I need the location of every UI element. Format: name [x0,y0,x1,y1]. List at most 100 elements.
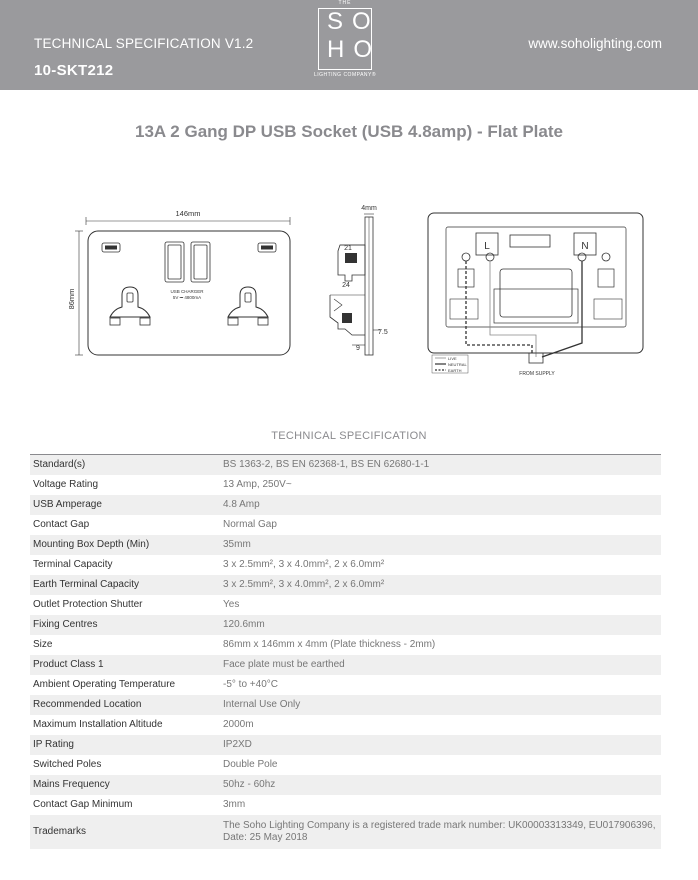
usb-port-right [257,242,277,253]
table-row: Product Class 1 Face plate must be earthe… [30,655,661,675]
legend-neutral: NEUTRAL [448,362,467,367]
table-row: Standard(s) BS 1363-2, BS EN 62368-1, BS … [30,455,661,475]
legend-live: LIVE [448,356,457,361]
wiring-diagram: L N FROM SUPPLY LIVE NEUTRAL EARTH [427,212,644,377]
terminal-screw-n2 [601,252,611,262]
spec-section-title: TECHNICAL SPECIFICATION [271,430,427,442]
logo-the: THE [338,0,352,6]
usb-port-left [101,242,121,253]
spec-value: BS 1363-2, BS EN 62368-1, BS EN 62680-1-… [223,459,430,470]
product-title: 13A 2 Gang DP USB Socket (USB 4.8amp) - … [135,122,563,141]
terminal-screw-n1 [577,252,587,262]
soho-logo: THE SO HO LIGHTING COMPANY® [305,0,385,86]
table-row: Mounting Box Depth (Min) 35mm [30,535,661,555]
usb-charger-text: USB CHARGER [170,289,204,294]
spec-value: Yes [223,599,240,610]
spec-key: Terminal Capacity [33,559,113,570]
spec-key: Mains Frequency [33,779,110,790]
table-row: Contact Gap Minimum 3mm [30,795,661,815]
website-link[interactable]: www.soholighting.com [528,36,662,51]
side-top-label: 4mm [361,205,377,212]
spec-key: USB Amperage [33,499,102,510]
table-row: Recommended Location Internal Use Only [30,695,661,715]
legend-earth: EARTH [448,368,462,373]
logo-so: SO [327,8,380,35]
spec-key: Fixing Centres [33,619,98,630]
spec-value: 3mm [223,799,246,810]
spec-key: Contact Gap [33,519,90,530]
side-view-diagram: 4mm 21 24 7.5 9 [329,205,388,356]
spec-value: -5° to +40°C [223,679,278,690]
header-bar: TECHNICAL SPECIFICATION V1.2 10-SKT212 w… [0,0,698,90]
depth-label-9: 9 [356,345,360,352]
spec-value: Internal Use Only [223,699,301,710]
live-wire [489,261,537,357]
depth-label-7-5: 7.5 [378,329,388,336]
spec-value: 86mm x 146mm x 4mm (Plate thickness - 2m… [223,639,436,650]
depth-label-21: 21 [344,245,352,252]
spec-value: 3 x 2.5mm², 3 x 4.0mm², 2 x 6.0mm² [223,579,385,590]
front-view-diagram: 146mm 86mm USB CHARGER 5V ⎓ 4800mA [67,209,291,356]
spec-value: 4.8 Amp [223,499,260,510]
table-row: Contact Gap Normal Gap [30,515,661,535]
spec-value: Normal Gap [223,519,277,530]
from-supply-label: FROM SUPPLY [519,371,555,377]
spec-value: 120.6mm [223,619,265,630]
spec-value: The Soho Lighting Company is a registere… [223,820,656,843]
spec-key: Size [33,639,53,650]
width-label: 146mm [175,209,200,218]
spec-key: Standard(s) [33,459,86,470]
spec-key: Contact Gap Minimum [33,799,133,810]
wiring-label-neutral: N [581,241,588,252]
spec-key: Outlet Protection Shutter [33,599,143,610]
table-row: Trademarks The Soho Lighting Company is a… [30,815,661,849]
socket-outlet-left [109,286,151,326]
table-row: Ambient Operating Temperature -5° to +40°… [30,675,661,695]
switch-left [164,241,185,283]
spec-value: IP2XD [223,739,252,750]
table-row: IP Rating IP2XD [30,735,661,755]
height-label: 86mm [67,289,76,310]
spec-key: Ambient Operating Temperature [33,679,176,690]
spec-value: 2000m [223,719,254,730]
spec-version: TECHNICAL SPECIFICATION V1.2 [34,36,254,51]
table-row: Size 86mm x 146mm x 4mm (Plate thickness … [30,635,661,655]
spec-value: Face plate must be earthed [223,659,345,670]
spec-table: Standard(s) BS 1363-2, BS EN 62368-1, BS … [30,454,661,849]
spec-value: 50hz - 60hz [223,779,276,790]
logo-frame [318,8,372,70]
table-row: Fixing Centres 120.6mm [30,615,661,635]
product-sku: 10-SKT212 [34,62,114,79]
spec-key: Trademarks [33,826,86,837]
table-row: USB Amperage 4.8 Amp [30,495,661,515]
terminal-screw-l1 [461,252,471,262]
logo-ho: HO [327,36,381,63]
earth-wire [465,261,533,355]
table-row: Earth Terminal Capacity 3 x 2.5mm², 3 x 4… [30,575,661,595]
spec-value: 13 Amp, 250V~ [223,479,292,490]
terminal-screw-l2 [485,252,495,262]
wiring-plate-outline [427,212,644,354]
spec-key: Earth Terminal Capacity [33,579,139,590]
table-row: Voltage Rating 13 Amp, 250V~ [30,475,661,495]
logo-company: LIGHTING COMPANY® [313,72,377,78]
switch-right [190,241,211,283]
neutral-wire [541,261,583,358]
depth-label-24: 24 [342,282,350,289]
wiring-label-live: L [484,241,490,252]
spec-value: Double Pole [223,759,278,770]
spec-value: 3 x 2.5mm², 3 x 4.0mm², 2 x 6.0mm² [223,559,385,570]
table-row: Mains Frequency 50hz - 60hz [30,775,661,795]
spec-key: Recommended Location [33,699,142,710]
socket-plate [87,230,291,356]
spec-key: Mounting Box Depth (Min) [33,539,150,550]
spec-value: 35mm [223,539,251,550]
mechanism-upper [337,244,366,282]
spec-key: IP Rating [33,739,74,750]
spec-key: Product Class 1 [33,659,104,670]
spec-key: Voltage Rating [33,479,99,490]
socket-outlet-right [227,286,269,326]
technical-diagrams: 146mm 86mm USB CHARGER 5V ⎓ 4800mA [67,205,644,377]
